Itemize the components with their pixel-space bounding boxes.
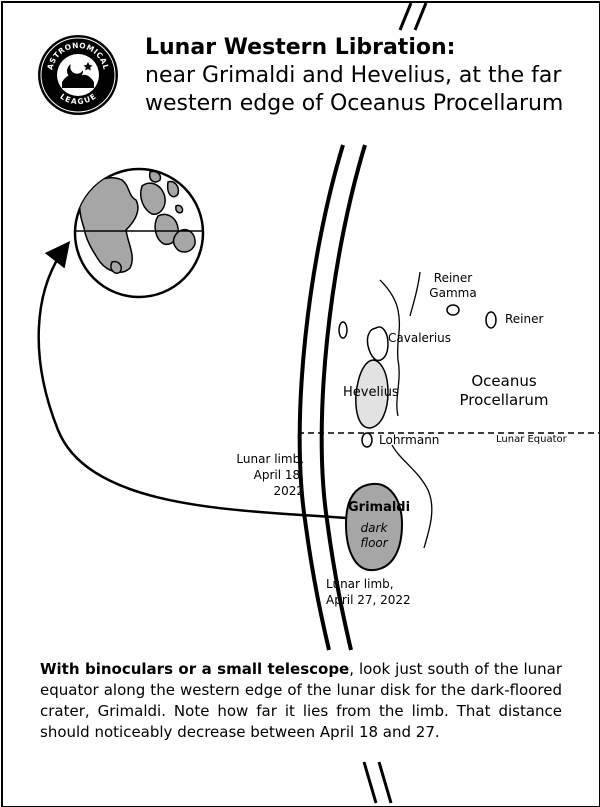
bottom-slash-marks (362, 761, 393, 804)
label-lohrmann: Lohrmann (379, 433, 440, 447)
limb-curve-april-18 (297, 144, 345, 651)
moon-globe (73, 167, 205, 299)
lohrmann-crater (361, 432, 373, 448)
hevelius-crater (355, 359, 389, 429)
label-reiner-gamma: Reiner Gamma (418, 271, 488, 301)
label-limb-april-18-line-2: April 18, (253, 468, 304, 482)
label-cavalerius: Cavalerius (388, 331, 452, 345)
label-grimaldi-dark: dark (360, 521, 388, 535)
label-reiner: Reiner (505, 312, 544, 326)
label-oceanus-line-1: Oceanus (471, 372, 537, 390)
reiner-crater (485, 311, 497, 329)
maria-shapes (79, 170, 196, 274)
label-hevelius: Hevelius (343, 385, 399, 400)
label-reiner-gamma-line-1: Reiner (433, 271, 473, 285)
cavalerius-crater (366, 326, 389, 362)
astronomical-league-logo: ASTRONOMICAL LEAGUE (38, 35, 118, 115)
label-grimaldi: Grimaldi (348, 500, 411, 515)
instruction-caption: With binoculars or a small telescope, lo… (40, 659, 562, 743)
label-limb-april-18: Lunar limb, April 18, 2022 (220, 451, 304, 499)
caption-lead: With binoculars or a small telescope (40, 660, 350, 678)
reiner-gamma-feature (446, 304, 460, 316)
label-limb-april-18-line-3: 2022 (273, 484, 304, 498)
small-crater-west (338, 321, 348, 339)
label-reiner-gamma-line-2: Gamma (429, 286, 477, 300)
pointer-arrow (37, 241, 347, 520)
svg-text:LEAGUE: LEAGUE (58, 92, 97, 106)
logo-text-bottom: LEAGUE (58, 92, 97, 106)
label-oceanus-line-2: Procellarum (459, 391, 549, 409)
caption-body: , look just south of the lunar equator a… (40, 660, 562, 741)
label-grimaldi-dark-floor: dark floor (350, 521, 398, 551)
label-oceanus-procellarum: Oceanus Procellarum (452, 372, 556, 410)
title-block: Lunar Western Libration: near Grimaldi a… (145, 34, 585, 118)
page-subtitle-line-1: near Grimaldi and Hevelius, at the far (145, 63, 562, 88)
limb-curve-april-27 (319, 144, 367, 651)
label-lunar-equator: Lunar Equator (496, 434, 567, 445)
label-limb-april-27-line-1: Lunar limb, (326, 577, 394, 591)
page-title: Lunar Western Libration: (145, 35, 456, 60)
page-subtitle-line-2: western edge of Oceanus Procellarum (145, 91, 564, 116)
label-limb-april-27-line-2: April 27, 2022 (326, 593, 411, 607)
ridge-line-short (409, 271, 421, 317)
label-grimaldi-floor: floor (360, 536, 388, 550)
label-limb-april-27: Lunar limb, April 27, 2022 (326, 576, 411, 608)
grimaldi-crater (344, 482, 404, 572)
ridge-line-upper (379, 279, 401, 417)
top-slash-marks (398, 2, 428, 31)
label-limb-april-18-line-1: Lunar limb, (236, 452, 304, 466)
ridge-line-lower (391, 444, 433, 549)
